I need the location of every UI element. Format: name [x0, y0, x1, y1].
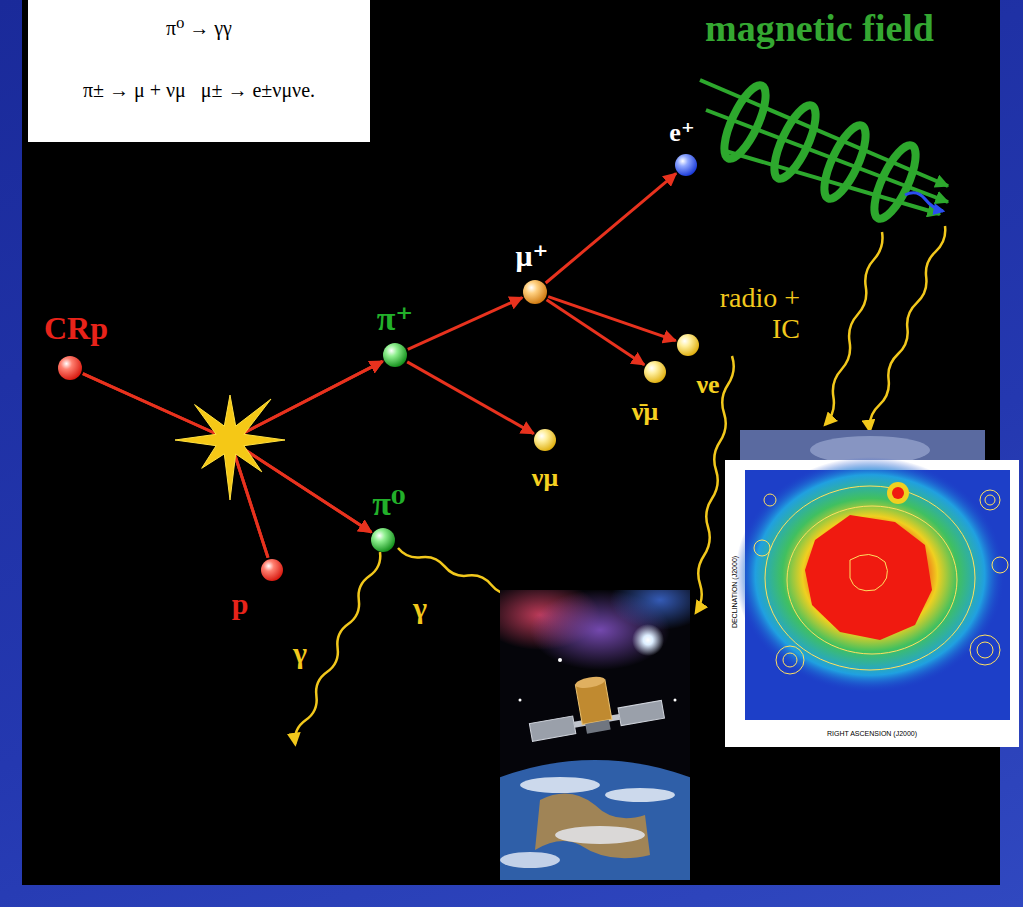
equation-text: π± → μ + νμ μ± → e±νμνe.: [42, 78, 356, 102]
gamma-label: γ: [293, 636, 307, 669]
collision-star: [175, 395, 285, 500]
satellite-base: [585, 720, 610, 734]
radio-source-core: [892, 487, 904, 499]
particle: νe: [677, 334, 699, 356]
emission-wave: [870, 226, 946, 431]
star: [558, 658, 562, 662]
contour: [764, 494, 776, 506]
helix-loop: [866, 140, 923, 223]
particle-label: μ⁺: [516, 241, 549, 271]
cloud: [500, 852, 560, 868]
contour: [980, 490, 1000, 510]
decay-arrow: [83, 374, 372, 533]
particle-label: π⁰: [372, 487, 406, 521]
particle: CRp: [58, 356, 82, 380]
particle: μ⁺: [523, 280, 547, 304]
nebula: [610, 590, 690, 630]
emission-wave: [825, 232, 882, 425]
particle-label: π⁺: [377, 302, 414, 336]
satellite: [523, 666, 665, 743]
star: [674, 699, 677, 702]
equation-text: π⁰ → γγ: [42, 16, 356, 40]
axis-title: DECLINATION (J2000): [731, 556, 739, 628]
contour: [787, 506, 957, 654]
axis-title: RIGHT ASCENSION (J2000): [827, 730, 917, 738]
radio-halo: [735, 457, 1005, 693]
particle: νμ: [534, 429, 556, 451]
decay-arrow: [548, 297, 676, 341]
radio-map: [725, 457, 1019, 747]
particle-label: p: [232, 589, 249, 619]
particle-label: e⁺: [669, 120, 694, 146]
satellite-top: [574, 675, 605, 690]
contour: [992, 557, 1008, 573]
cloud: [520, 777, 600, 793]
equation-box: π⁰ → γγ π± → μ + νμ μ± → e±νμνe.: [28, 0, 370, 142]
particle: p: [261, 559, 283, 581]
contour: [765, 486, 975, 670]
helix-loop: [816, 120, 873, 203]
earth-land: [535, 794, 650, 859]
particle: ν̄μ: [644, 361, 666, 383]
particle-label: CRp: [44, 312, 108, 344]
particle: e⁺: [675, 154, 697, 176]
radio-core: [805, 515, 932, 640]
contour: [754, 540, 770, 556]
helix-loop: [766, 100, 823, 183]
positron-track: [905, 193, 943, 211]
helix-loop: [716, 80, 773, 163]
solar-panel: [618, 700, 664, 725]
radio-source: [887, 482, 909, 504]
cloud: [605, 788, 675, 802]
contour: [977, 642, 993, 658]
contour: [783, 653, 797, 667]
contour: [985, 495, 995, 505]
decay-arrow: [546, 173, 676, 283]
emission-label: radio + IC: [708, 283, 800, 345]
black-panel: [22, 0, 1000, 885]
contour: [970, 635, 1000, 665]
decay-arrow: [407, 362, 534, 434]
particle: π⁰: [371, 528, 395, 552]
gamma-label: γ: [413, 591, 427, 624]
particle: π⁺: [383, 343, 407, 367]
particle-label: νμ: [532, 465, 558, 491]
star: [519, 699, 522, 702]
contour: [850, 554, 887, 590]
particle-label: ν̄μ: [632, 399, 658, 425]
contour: [776, 646, 804, 674]
solar-panel: [529, 716, 575, 741]
decay-arrow: [408, 298, 522, 350]
earth: [500, 760, 690, 880]
decay-arrow: [547, 300, 645, 365]
gamma-wave: [295, 552, 380, 744]
magnetic-field-helix: [700, 80, 948, 224]
satellite-picture: [500, 590, 690, 880]
cloud: [555, 826, 645, 844]
field-label: magnetic field: [705, 8, 934, 50]
particle-label: νe: [696, 372, 719, 398]
bright-star: [632, 624, 664, 656]
